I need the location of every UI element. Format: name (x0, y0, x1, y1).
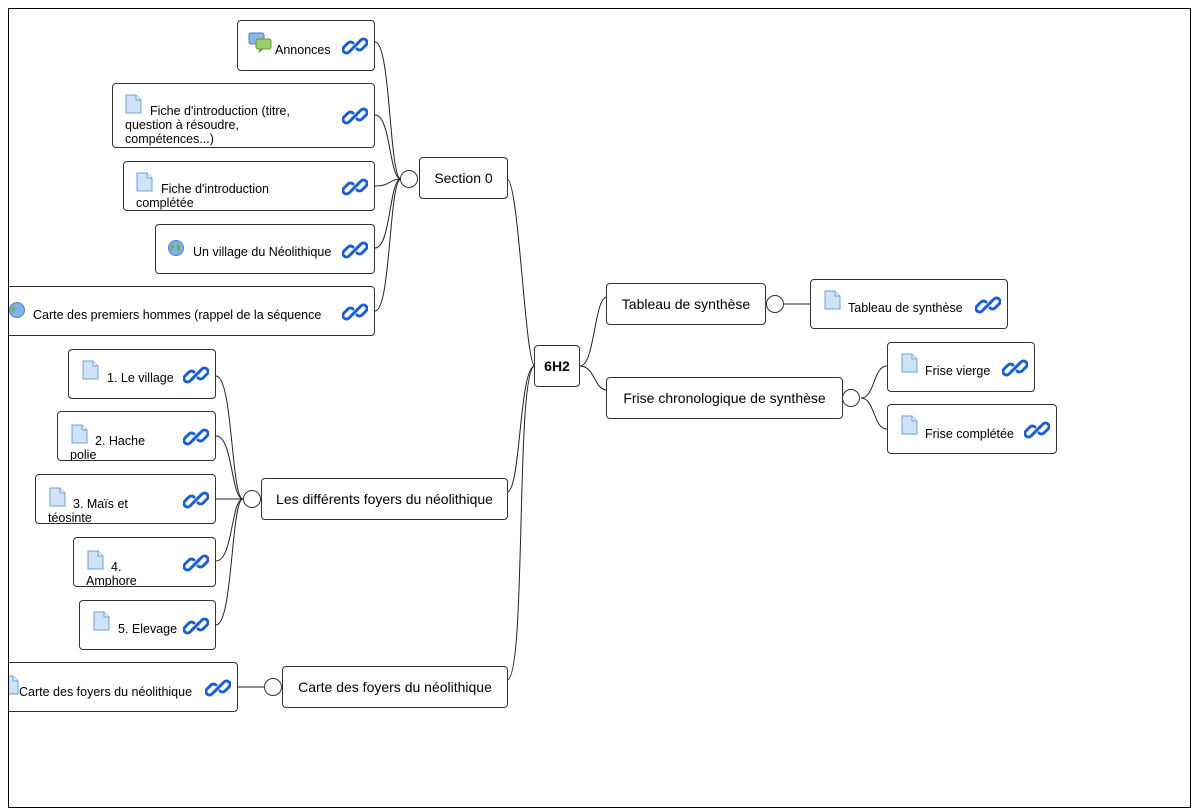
root-topic[interactable]: 6H2 (534, 345, 580, 387)
resource-label: Tableau de synthèse (848, 301, 963, 315)
file-icon (125, 94, 142, 114)
file-icon (87, 550, 104, 570)
resource-elevage[interactable]: 5. Elevage (79, 600, 216, 650)
link-icon[interactable] (342, 299, 368, 325)
link-icon[interactable] (342, 103, 368, 129)
file-icon (9, 675, 19, 695)
resource-mais-teosinte[interactable]: 3. Maïs et téosinte (35, 474, 216, 524)
link-icon[interactable] (342, 33, 368, 59)
resource-carte-premiers-hommes[interactable]: Carte des premiers hommes (rappel de la … (9, 286, 375, 336)
file-icon (82, 360, 99, 380)
file-icon (93, 611, 110, 631)
link-icon[interactable] (1024, 417, 1050, 443)
link-icon[interactable] (183, 424, 209, 450)
resource-label: Carte des premiers hommes (rappel de la … (33, 308, 322, 322)
topic-tableau-de-synthese[interactable]: Tableau de synthèse (606, 283, 766, 325)
file-icon (136, 172, 153, 192)
file-icon (824, 290, 841, 310)
resource-fiche-completee[interactable]: Fiche d'introduction complétée (123, 161, 375, 211)
link-icon[interactable] (183, 362, 209, 388)
resource-frise-completee[interactable]: Frise complétée (887, 404, 1057, 454)
foyers-collapse-toggle[interactable] (243, 490, 261, 508)
resource-label: 5. Elevage (118, 622, 178, 636)
file-icon (49, 487, 66, 507)
section-0-collapse-toggle[interactable] (400, 170, 418, 188)
resource-label: 1. Le village (107, 371, 174, 385)
link-icon[interactable] (183, 613, 209, 639)
tableau-collapse-toggle[interactable] (766, 295, 784, 313)
globe-icon (9, 302, 25, 318)
link-icon[interactable] (1002, 355, 1028, 381)
resource-label: Carte des foyers du néolithique (19, 685, 193, 699)
link-icon[interactable] (342, 237, 368, 263)
file-icon (901, 353, 918, 373)
forum-icon (248, 32, 272, 53)
resource-hache-polie[interactable]: 2. Hache polie (57, 411, 216, 461)
resource-village-neolithique[interactable]: Un village du Néolithique (155, 224, 375, 274)
resource-label: 4. Amphore (86, 560, 137, 586)
link-icon[interactable] (205, 675, 231, 701)
topic-carte-foyers[interactable]: Carte des foyers du néolithique (282, 666, 508, 708)
resource-label: Fiche d'introduction complétée (136, 182, 270, 210)
link-icon[interactable] (975, 292, 1001, 318)
resource-label: Un village du Néolithique (193, 245, 332, 259)
resource-le-village[interactable]: 1. Le village (68, 349, 216, 399)
frise-collapse-toggle[interactable] (842, 389, 860, 407)
resource-label: Frise complétée (925, 427, 1014, 441)
resource-label: Annonces (275, 43, 331, 57)
resource-label: 3. Maïs et téosinte (48, 497, 128, 523)
file-icon (71, 424, 88, 444)
resource-frise-vierge[interactable]: Frise vierge (887, 342, 1035, 392)
globe-icon (168, 240, 184, 256)
link-icon[interactable] (183, 550, 209, 576)
resource-label: Fiche d'introduction (titre, question à … (125, 104, 290, 146)
resource-tableau-de-synthese[interactable]: Tableau de synthèse (810, 279, 1008, 329)
carte-collapse-toggle[interactable] (264, 678, 282, 696)
topic-foyers-neolithique[interactable]: Les différents foyers du néolithique (261, 478, 508, 520)
topic-section-0[interactable]: Section 0 (419, 157, 508, 199)
resource-label: Frise vierge (925, 364, 991, 378)
resource-fiche-introduction[interactable]: Fiche d'introduction (titre, question à … (112, 83, 375, 148)
resource-carte-foyers[interactable]: Carte des foyers du néolithique (9, 662, 238, 712)
link-icon[interactable] (183, 487, 209, 513)
link-icon[interactable] (342, 174, 368, 200)
resource-annonces[interactable]: Annonces (237, 20, 375, 71)
file-icon (901, 415, 918, 435)
mindmap-canvas: 6H2 Section 0 Tableau de synthèse Frise … (8, 8, 1191, 808)
resource-label: 2. Hache polie (70, 434, 146, 460)
resource-amphore[interactable]: 4. Amphore (73, 537, 216, 587)
topic-frise-chronologique[interactable]: Frise chronologique de synthèse (606, 377, 843, 419)
